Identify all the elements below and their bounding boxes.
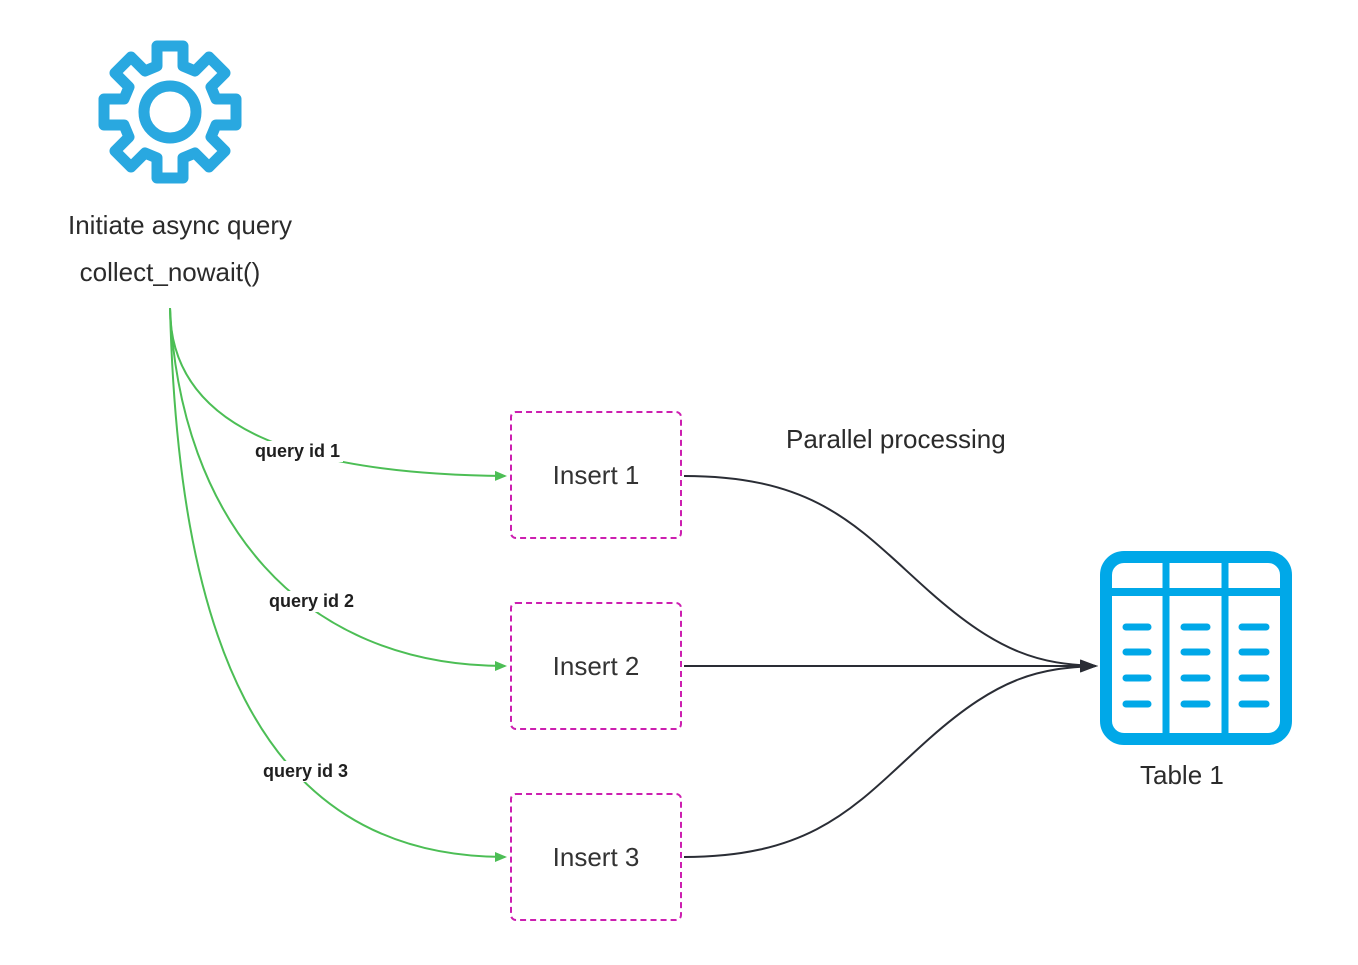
insert-label-3: Insert 3 — [552, 841, 640, 872]
query-arrow-3 — [169, 307, 507, 862]
query-arrow-1 — [169, 307, 507, 481]
parallel-processing-label: Parallel processing — [786, 424, 1006, 454]
query-id-label-1: query id 1 — [252, 441, 344, 462]
query-id-label-2: query id 2 — [266, 591, 358, 612]
merge-arrow-3 — [683, 660, 1098, 858]
query-id-label-3: query id 3 — [260, 761, 352, 782]
query-arrow-2 — [169, 307, 507, 671]
table-label: Table 1 — [1140, 760, 1224, 790]
insert-label-1: Insert 1 — [552, 459, 640, 490]
insert-box-1[interactable]: Insert 1 — [510, 411, 682, 539]
insert-label-2: Insert 2 — [552, 650, 640, 681]
source-label: Initiate async query — [67, 210, 292, 240]
source-function: collect_nowait() — [79, 257, 261, 287]
gear-icon — [98, 40, 242, 184]
merge-arrow-1 — [683, 475, 1098, 672]
table-icon — [1100, 551, 1292, 745]
insert-box-3[interactable]: Insert 3 — [510, 793, 682, 921]
insert-box-2[interactable]: Insert 2 — [510, 602, 682, 730]
